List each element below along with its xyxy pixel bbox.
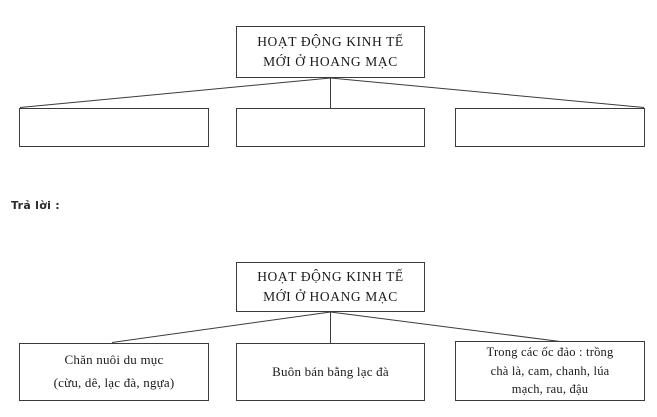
question-connectors — [19, 77, 645, 108]
answer-child-1-line1: Chăn nuôi du mục — [64, 352, 164, 368]
question-root-line1: HOẠT ĐỘNG KINH TẾ — [257, 34, 404, 50]
answer-root-text: HOẠT ĐỘNG KINH TẾ MỚI Ở HOANG MẠC — [237, 267, 424, 306]
answer-label: Trả lời : — [11, 199, 60, 212]
answer-child-3-text: Trong các ốc đảo : trồng chà là, cam, ch… — [456, 343, 644, 399]
answer-child-3-line2: chà là, cam, chanh, lúa — [490, 363, 610, 378]
answer-child-box-2: Buôn bán bằng lạc đà — [236, 343, 425, 401]
question-root-text: HOẠT ĐỘNG KINH TẾ MỚI Ở HOANG MẠC — [237, 32, 424, 71]
answer-root-box: HOẠT ĐỘNG KINH TẾ MỚI Ở HOANG MẠC — [236, 262, 425, 312]
answer-child-1-text: Chăn nuôi du mục (cừu, dê, lạc đà, ngựa) — [20, 349, 208, 395]
answer-child-3-line1: Trong các ốc đảo : trồng — [486, 344, 614, 359]
question-root-line2: MỚI Ở HOANG MẠC — [263, 54, 398, 69]
q-connector-left — [19, 77, 331, 108]
answer-child-3-line3: mạch, rau, đậu — [511, 382, 589, 397]
answer-child-box-1: Chăn nuôi du mục (cừu, dê, lạc đà, ngựa) — [19, 343, 209, 401]
answer-root-line2: MỚI Ở HOANG MẠC — [263, 289, 398, 304]
question-root-box: HOẠT ĐỘNG KINH TẾ MỚI Ở HOANG MẠC — [236, 26, 425, 78]
answer-child-1-line2: (cừu, dê, lạc đà, ngựa) — [53, 375, 175, 390]
question-blank-box-1[interactable] — [19, 108, 209, 147]
a-connector-left — [111, 311, 331, 343]
a-connector-right — [330, 311, 561, 342]
answer-connectors — [111, 311, 561, 343]
answer-root-line1: HOẠT ĐỘNG KINH TẾ — [257, 269, 404, 285]
answer-child-box-3: Trong các ốc đảo : trồng chà là, cam, ch… — [455, 341, 645, 401]
q-connector-right — [330, 77, 645, 108]
answer-child-2-line1: Buôn bán bằng lạc đà — [272, 363, 389, 379]
question-blank-box-2[interactable] — [236, 108, 425, 147]
question-blank-box-3[interactable] — [455, 108, 645, 147]
answer-child-2-text: Buôn bán bằng lạc đà — [237, 361, 424, 384]
